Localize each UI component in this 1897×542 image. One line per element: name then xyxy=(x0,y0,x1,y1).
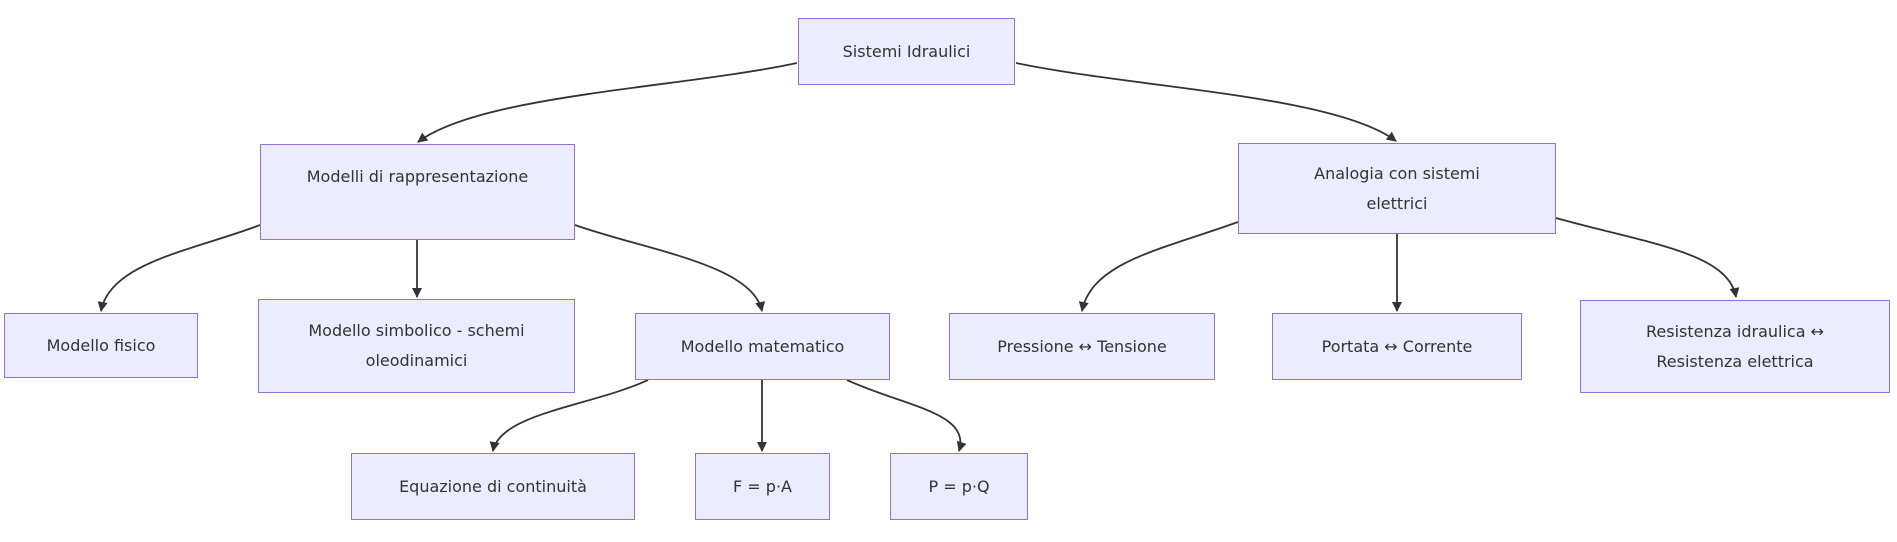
edge-modelli-to-fisico xyxy=(97,224,261,312)
node-modello-matematico: Modello matematico xyxy=(635,313,890,380)
edge-analogia-to-pressione xyxy=(1078,221,1239,312)
edge-sistemi-to-modelli xyxy=(417,62,798,143)
node-sistemi-idraulici: Sistemi Idraulici xyxy=(798,18,1015,85)
node-modelli-di-rappresentazione: Modelli di rappresentazione xyxy=(260,144,575,240)
node-modello-simbolico: Modello simbolico - schemi oleodinamici xyxy=(258,299,575,393)
node-forza-formula: F = p·A xyxy=(695,453,830,520)
edge-analogia-to-resistenza xyxy=(1555,217,1740,298)
edge-sistemi-to-analogia xyxy=(1015,62,1397,142)
node-potenza-formula: P = p·Q xyxy=(890,453,1028,520)
node-modello-fisico: Modello fisico xyxy=(4,313,198,378)
edge-modelli-to-matematico xyxy=(574,224,765,312)
edge-matematico-to-potenza xyxy=(846,379,967,452)
node-equazione-di-continuita: Equazione di continuità xyxy=(351,453,635,520)
node-pressione-tensione: Pressione ↔ Tensione xyxy=(949,313,1215,380)
node-resistenza-idraulica-elettrica: Resistenza idraulica ↔ Resistenza elettr… xyxy=(1580,300,1890,393)
node-portata-corrente: Portata ↔ Corrente xyxy=(1272,313,1522,380)
node-analogia-con-sistemi-elettrici: Analogia con sistemi elettrici xyxy=(1238,143,1556,234)
